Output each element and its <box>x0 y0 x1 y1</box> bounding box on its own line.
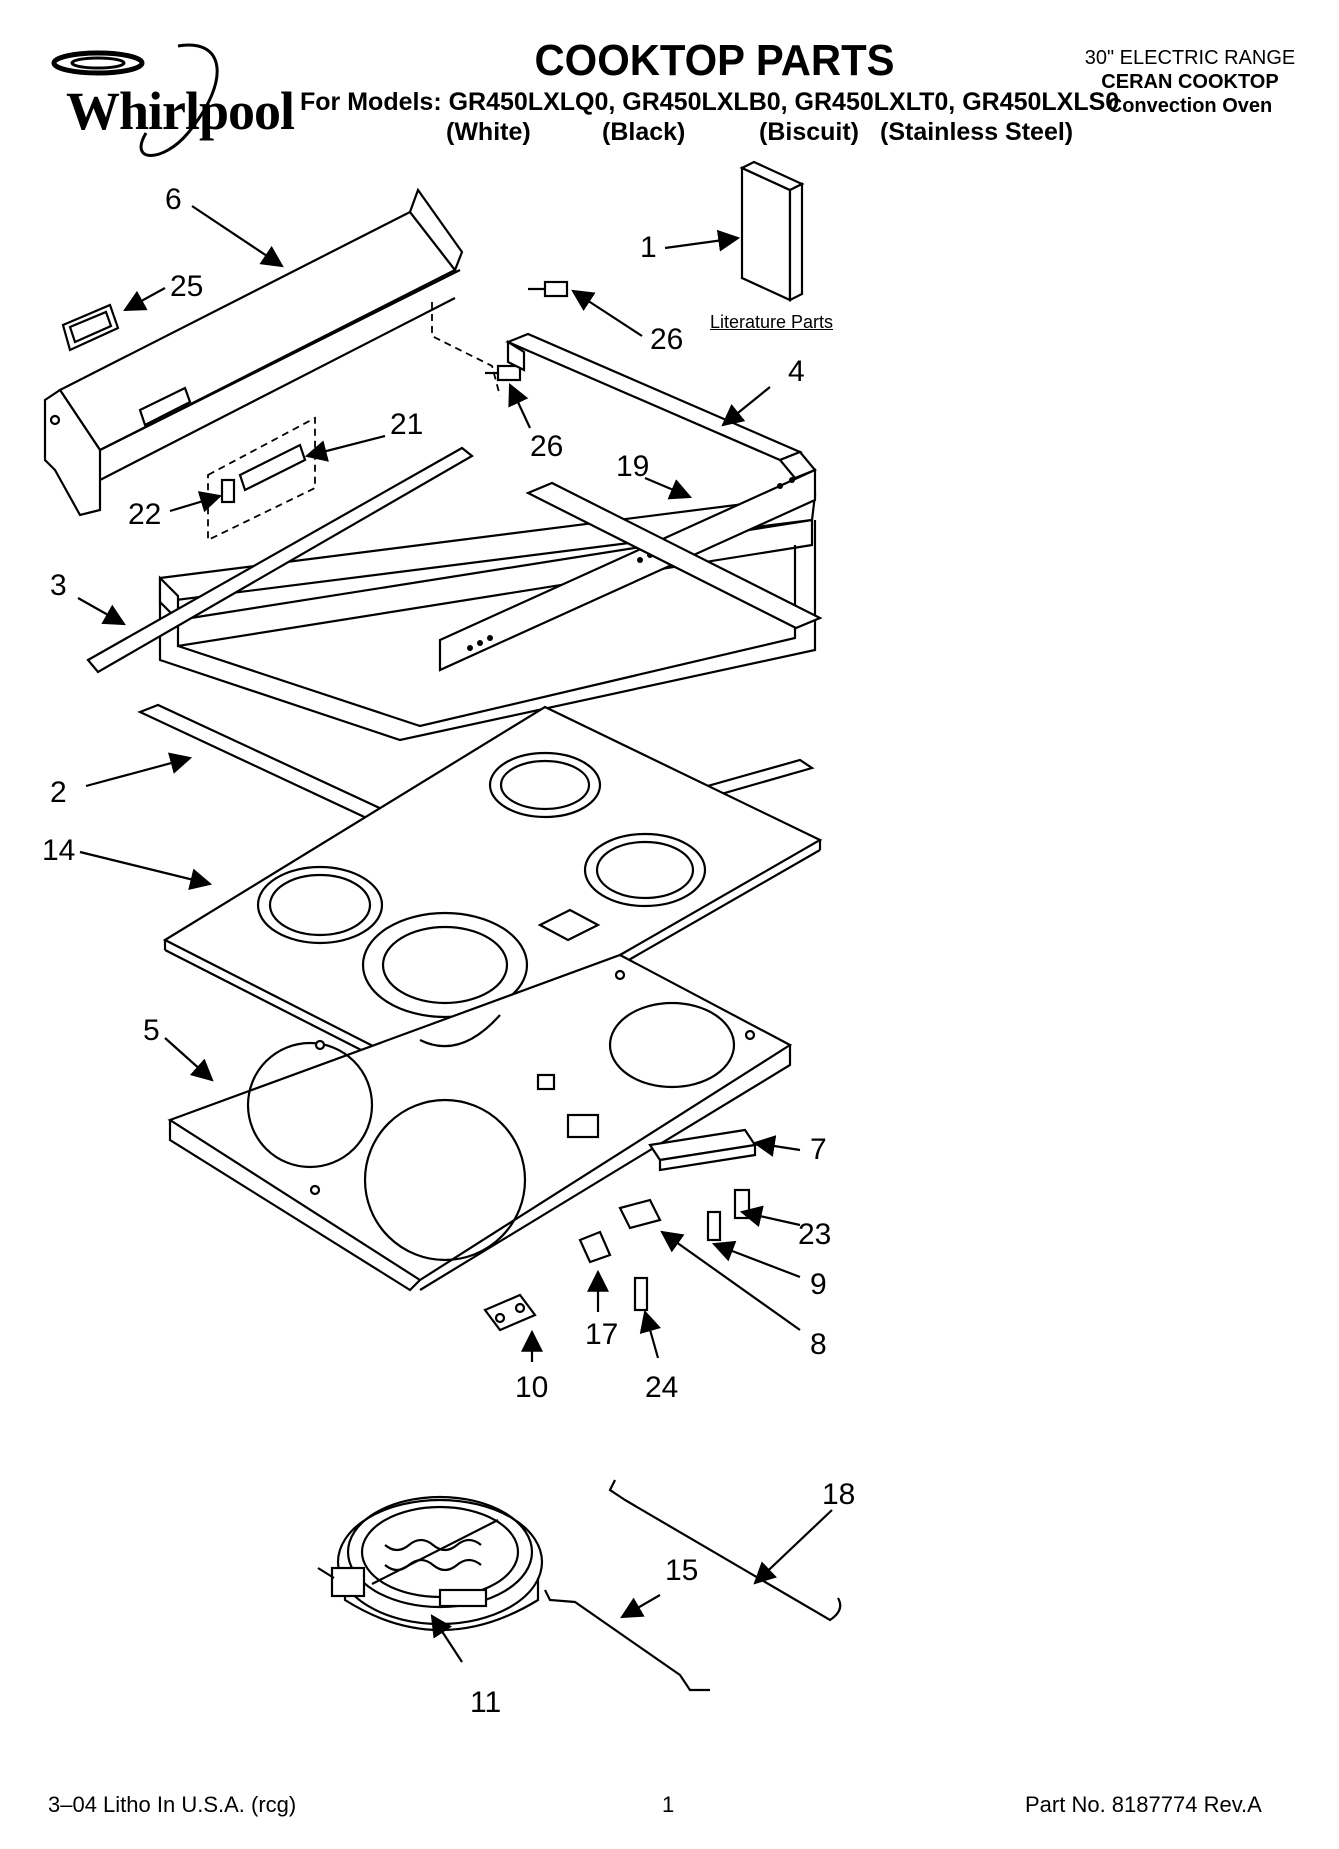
part-control-panel <box>43 187 464 517</box>
callout-15: 15 <box>665 1554 699 1587</box>
part-bracket <box>505 332 817 480</box>
page-title: COOKTOP PARTS <box>534 36 895 85</box>
part-wire-15 <box>544 1589 710 1692</box>
part-glass-cooktop <box>162 705 823 1081</box>
callout-21: 21 <box>390 408 424 441</box>
cooktop-type: CERAN COOKTOP <box>1101 71 1279 93</box>
callout-18: 18 <box>822 1478 856 1511</box>
footer-page-number: 1 <box>662 1792 675 1817</box>
callout-24: 24 <box>645 1371 679 1404</box>
callout-25: 25 <box>170 270 204 303</box>
part-badge <box>61 303 120 352</box>
models-line: For Models: GR450LXLQ0, GR450LXLB0, GR45… <box>300 88 1120 116</box>
leader-lines <box>77 205 833 1663</box>
oven-type: Convection Oven <box>1107 95 1273 117</box>
callout-17: 17 <box>585 1318 619 1351</box>
callout-5: 5 <box>143 1014 160 1047</box>
whirlpool-logo: Whirlpool <box>28 38 295 168</box>
callout-7: 7 <box>810 1133 827 1166</box>
part-main-top <box>167 953 793 1292</box>
color-biscuit: (Biscuit) <box>759 118 859 146</box>
footer-litho: 3–04 Litho In U.S.A. (rcg) <box>48 1792 297 1817</box>
callout-6: 6 <box>165 183 182 216</box>
callout-9: 9 <box>810 1268 827 1301</box>
footer-part-number: Part No. 8187774 Rev.A <box>1025 1792 1262 1817</box>
part-radiant-element <box>317 1495 544 1631</box>
callout-23: 23 <box>798 1218 832 1251</box>
callout-3: 3 <box>50 569 67 602</box>
brand-name: Whirlpool <box>66 81 295 141</box>
callout-11: 11 <box>470 1686 502 1719</box>
color-white: (White) <box>446 118 531 146</box>
callout-4: 4 <box>788 355 805 388</box>
callout-19: 19 <box>616 450 650 483</box>
callout-26-upper: 26 <box>650 323 684 356</box>
callout-22: 22 <box>128 498 162 531</box>
part-wire-18 <box>608 1479 842 1622</box>
callout-2: 2 <box>50 776 67 809</box>
range-description: 30" ELECTRIC RANGE CERAN COOKTOP Convect… <box>1060 46 1320 118</box>
part-screws <box>485 280 569 382</box>
part-small-hardware <box>483 1188 751 1332</box>
part-literature-booklet <box>739 160 805 302</box>
callout-8: 8 <box>810 1328 827 1361</box>
logo-swirl <box>51 43 219 157</box>
literature-parts-label: Literature Parts <box>710 312 834 332</box>
callout-1: 1 <box>640 231 657 264</box>
range-type: 30" ELECTRIC RANGE <box>1084 47 1296 69</box>
part-7-bracket <box>648 1128 757 1172</box>
part-seal-strips <box>86 446 823 674</box>
callout-10: 10 <box>515 1371 549 1404</box>
callout-14: 14 <box>42 834 76 867</box>
part-trim-frame <box>158 468 817 742</box>
color-black: (Black) <box>602 118 686 146</box>
color-stainless: (Stainless Steel) <box>880 118 1074 146</box>
callout-26-lower: 26 <box>530 430 564 463</box>
